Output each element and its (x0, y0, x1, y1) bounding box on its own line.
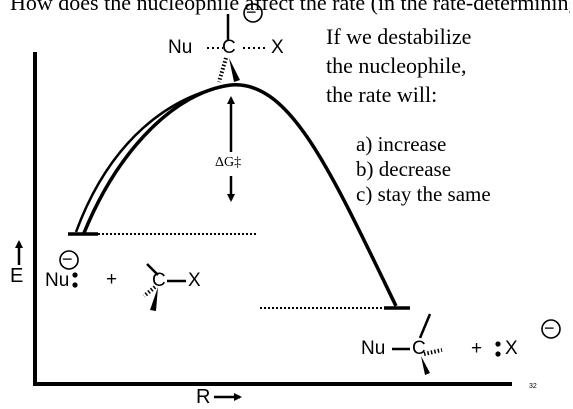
reactant-hashed-bond (142, 285, 157, 298)
ts-x-label: X (271, 37, 284, 58)
product-hashed-bond (423, 348, 443, 356)
question-line: the nucleophile, (326, 53, 467, 78)
y-axis-label: E (10, 265, 24, 287)
barrier-label: ΔG‡ (215, 155, 242, 170)
energy-curve (82, 83, 398, 307)
ts-charge-sign: − (246, 2, 257, 22)
product-charge-circle (541, 319, 561, 339)
energy-curve-destabilized (74, 83, 232, 233)
option-stay-same: c) stay the same (356, 182, 491, 206)
reactant-charge-sign: − (62, 249, 73, 269)
ts-hashed-bond (217, 57, 228, 83)
product-top-bond (418, 313, 432, 339)
option-decrease: b) decrease (356, 157, 452, 181)
slide-header-text: How does the nucleophile affect the rate… (10, 0, 570, 15)
reactant-wedge-bond (150, 287, 158, 311)
product-lone-pair-dot-2 (495, 351, 501, 357)
ts-nu-label: Nu (168, 37, 193, 58)
slide-number: 32 (529, 383, 537, 390)
x-axis-label: R (196, 386, 211, 408)
reactant-lone-pair-dot-2 (72, 282, 78, 288)
product-plus-sign: + (471, 338, 483, 359)
product-charge-sign: − (544, 318, 555, 338)
ts-carbon-label: C (222, 37, 236, 58)
ts-charge-circle (243, 3, 263, 23)
question-line: the rate will: (326, 82, 438, 107)
reactant-x-label: X (188, 270, 201, 291)
reactant-charge-circle (59, 250, 79, 270)
option-increase: a) increase (356, 132, 447, 156)
ts-wedge-bond (229, 58, 240, 82)
question-text: If we destabilize the nucleophile, the r… (326, 22, 471, 109)
answer-options: a) increase b) decrease c) stay the same (356, 132, 491, 207)
product-wedge-bond (421, 356, 430, 375)
product-x-label: X (505, 338, 518, 359)
reactant-lone-pair-dot-1 (72, 272, 78, 278)
product-lone-pair-dot-1 (495, 341, 501, 347)
product-carbon-label: C (412, 338, 426, 359)
reactant-nu-label: Nu (45, 270, 70, 291)
reactant-carbon-label: C (152, 270, 166, 291)
reactant-plus-sign: + (106, 269, 118, 290)
question-line: If we destabilize (326, 24, 472, 49)
product-nu-label: Nu (361, 338, 386, 359)
reactant-top-bond (146, 263, 159, 276)
